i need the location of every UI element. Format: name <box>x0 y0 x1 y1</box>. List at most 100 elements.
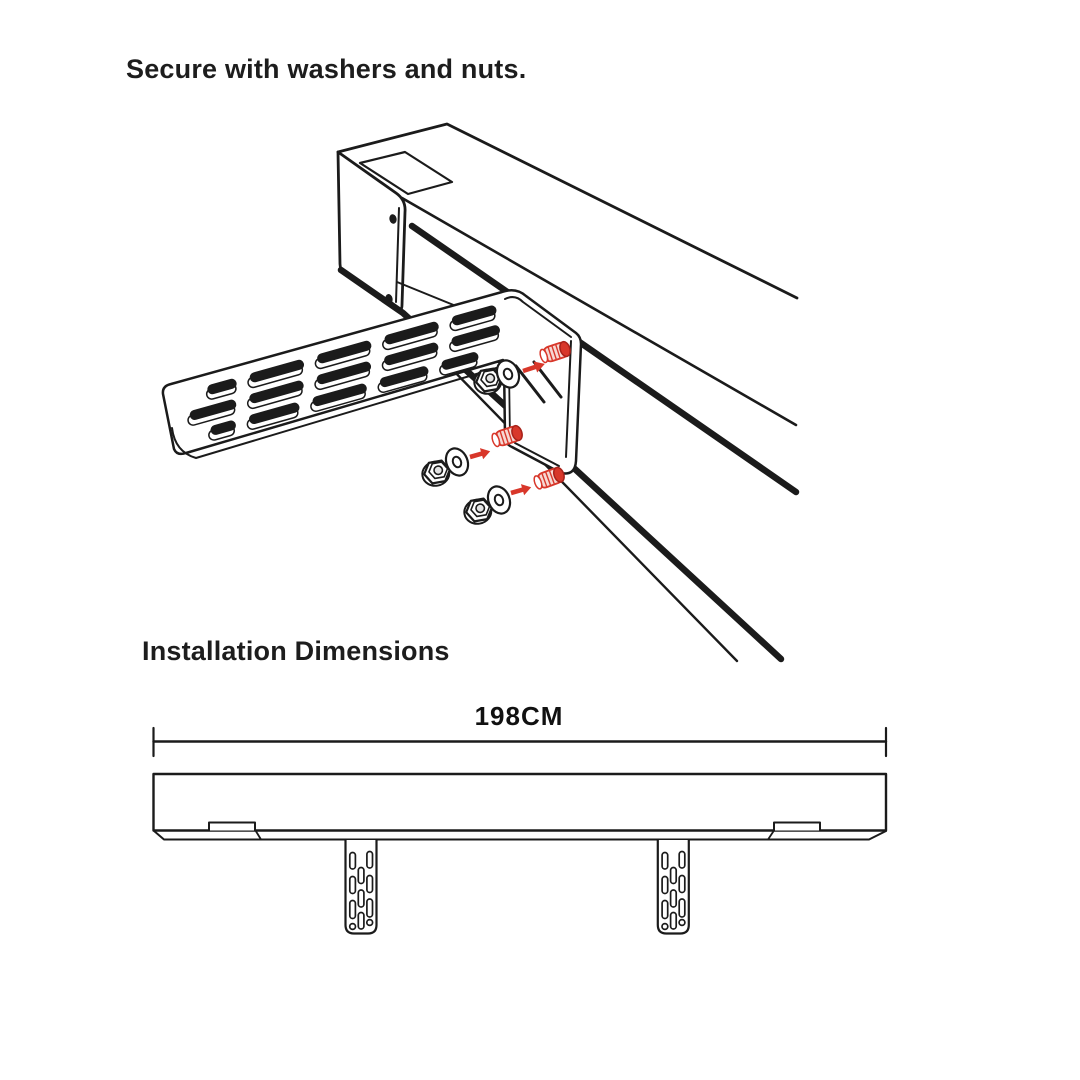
bolt-open-end <box>539 348 549 364</box>
washer-outer <box>444 447 470 477</box>
bolt-cap <box>511 424 523 442</box>
bolt-open-end <box>533 475 543 490</box>
rail-clip-right <box>773 821 821 832</box>
bracket-slot <box>348 899 357 920</box>
rail-end-face <box>336 150 407 312</box>
washer <box>444 447 470 477</box>
arm-slot <box>441 352 479 370</box>
rail-length-label: 198CM <box>474 701 564 731</box>
dimension-line <box>152 726 888 758</box>
plate-slot-edge-1 <box>514 364 546 404</box>
nut-hole <box>475 503 486 514</box>
arm-slot <box>379 366 429 388</box>
bracket-slot <box>661 851 669 870</box>
flange-nut <box>463 497 493 525</box>
rail-bottom-strip <box>152 829 887 841</box>
washer-hole <box>502 367 514 381</box>
bracket-slot <box>678 850 686 869</box>
bracket-slot <box>357 866 365 885</box>
arm-slot <box>317 340 372 364</box>
bracket-slot <box>348 875 357 895</box>
bracket-slot <box>669 911 678 930</box>
washer <box>495 359 521 389</box>
arm-slot <box>384 342 439 366</box>
rail-top-front-edge <box>400 196 798 427</box>
red-bolt-stud <box>533 466 565 490</box>
bracket-hole <box>348 922 357 931</box>
rail-bottom-edge <box>402 318 739 663</box>
bracket-slot <box>366 874 374 894</box>
nut-hex-face <box>470 499 491 518</box>
rail-front-view <box>152 772 888 841</box>
bracket-outline <box>656 838 690 935</box>
arm-slot <box>451 325 500 347</box>
bracket-bend-inner-line <box>504 296 572 338</box>
bracket-slot <box>357 911 365 930</box>
arm-slot <box>207 378 237 395</box>
arm-slot <box>451 305 497 326</box>
flange-nut <box>421 459 451 487</box>
bracket-slot <box>661 899 669 920</box>
arm-slot <box>249 402 300 425</box>
bolt-cap <box>552 466 565 483</box>
bracket-slot <box>678 874 686 894</box>
washer-outer <box>486 485 512 515</box>
bolt-cap <box>559 340 571 358</box>
bracket-plate-right-inner-line <box>565 340 572 458</box>
rail-clip-left <box>208 821 256 832</box>
direction-arrow-icon <box>469 448 491 460</box>
rail-body <box>152 772 888 832</box>
bracket-slot <box>661 875 669 895</box>
bracket-hole <box>365 918 374 927</box>
red-bolt-stud <box>491 424 523 448</box>
dimensions-heading: Installation Dimensions <box>142 636 450 666</box>
bracket-arm-thickness-line <box>171 365 504 459</box>
rail-hole-dot-top <box>389 214 397 224</box>
nut-hex-face <box>480 369 501 388</box>
nut-hole <box>433 465 444 476</box>
washer-hole <box>493 493 505 507</box>
hanging-bracket-left <box>344 838 378 935</box>
direction-arrow-icon <box>510 484 532 496</box>
arm-slot <box>249 359 305 383</box>
bracket-slot <box>678 898 686 918</box>
bracket-slot <box>348 851 357 870</box>
washer-hole <box>451 455 463 469</box>
arm-slot <box>316 361 372 385</box>
nut-hole <box>485 373 496 384</box>
instruction-caption: Secure with washers and nuts. <box>126 54 527 84</box>
rail-end-bend-line <box>395 207 400 303</box>
arm-slot <box>312 383 367 407</box>
washer <box>486 485 512 515</box>
bolt-open-end <box>491 432 501 448</box>
rail-top-cutout <box>358 150 454 196</box>
hanging-bracket-right <box>656 838 690 935</box>
bracket-slot <box>357 889 365 908</box>
bracket-plate-bottom-inner-line <box>514 442 560 467</box>
bracket-hole <box>678 918 686 927</box>
washer-outer <box>495 359 521 389</box>
slotted-bracket-3d <box>161 288 583 475</box>
red-bolt-stud <box>539 340 571 364</box>
rail-top-back-edge <box>336 122 799 300</box>
bracket-slot <box>366 850 374 869</box>
bracket-slot <box>366 898 374 918</box>
rail-clip-right-notch <box>767 829 775 841</box>
arm-slot <box>249 380 304 404</box>
bracket-slot <box>669 889 678 908</box>
fastener-set-top <box>473 340 571 395</box>
bracket-hole <box>661 922 669 931</box>
bracket-outline <box>344 838 378 935</box>
fastener-set-bottom <box>463 466 565 525</box>
direction-arrow-icon <box>522 361 545 374</box>
rail-groove-upper <box>408 222 800 496</box>
bracket-arm-slots <box>187 305 500 441</box>
rail-clip-left-notch <box>254 829 262 841</box>
arm-slot <box>384 321 439 345</box>
dimension-diagram <box>152 726 888 935</box>
assembly-3d-diagram <box>161 122 800 663</box>
arm-slot <box>189 399 237 420</box>
bracket-slot <box>669 866 678 885</box>
